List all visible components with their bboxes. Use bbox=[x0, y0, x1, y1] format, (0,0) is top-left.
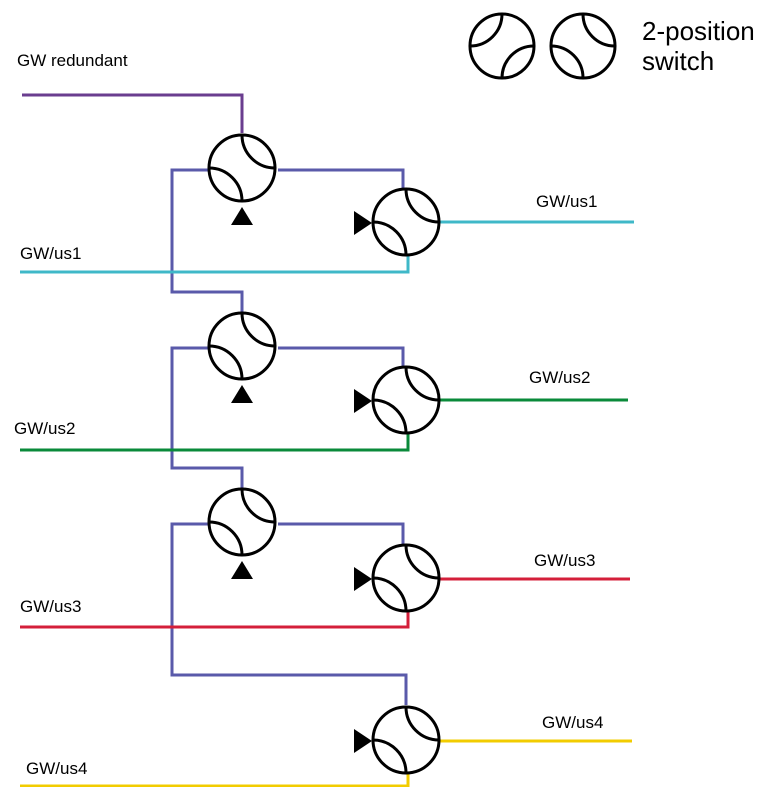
us1-input-line bbox=[20, 256, 410, 274]
legend-label-line1: 2-position bbox=[642, 16, 755, 46]
actuator-arrow-3 bbox=[231, 561, 253, 579]
actuator-arrow-us4 bbox=[354, 729, 372, 753]
label-output-us1: GW/us1 bbox=[536, 192, 597, 211]
redundant-bus bbox=[170, 168, 408, 705]
us4-input-line bbox=[20, 771, 410, 787]
switch-us4 bbox=[371, 705, 441, 775]
switch-redundant-2 bbox=[207, 311, 277, 381]
us3-input-line bbox=[20, 611, 410, 629]
legend-label-line2: switch bbox=[642, 46, 714, 76]
switch-redundant-1 bbox=[207, 133, 277, 203]
switch-redundant-3 bbox=[207, 487, 277, 557]
actuator-arrow-us2 bbox=[354, 389, 372, 413]
redundant-feed-line bbox=[22, 93, 244, 133]
label-output-us3: GW/us3 bbox=[534, 551, 595, 570]
label-output-us4: GW/us4 bbox=[542, 713, 603, 732]
label-input-us4: GW/us4 bbox=[26, 759, 87, 778]
actuator-arrow-us1 bbox=[354, 211, 372, 235]
actuator-arrow-us3 bbox=[354, 567, 372, 591]
switch-us2 bbox=[371, 365, 441, 435]
switch-us3 bbox=[371, 543, 441, 613]
label-output-us2: GW/us2 bbox=[529, 368, 590, 387]
switch-us1 bbox=[371, 187, 441, 257]
actuator-arrow-2 bbox=[231, 385, 253, 403]
legend-switch-state-b bbox=[549, 12, 617, 80]
label-input-us1: GW/us1 bbox=[20, 244, 81, 263]
actuator-arrow-1 bbox=[231, 207, 253, 225]
legend-switch-state-a bbox=[468, 12, 536, 80]
label-input-us2: GW/us2 bbox=[14, 419, 75, 438]
label-input-us3: GW/us3 bbox=[20, 597, 81, 616]
label-gw-redundant: GW redundant bbox=[17, 51, 128, 70]
legend: 2-position switch bbox=[468, 12, 755, 80]
us2-input-line bbox=[20, 433, 410, 452]
